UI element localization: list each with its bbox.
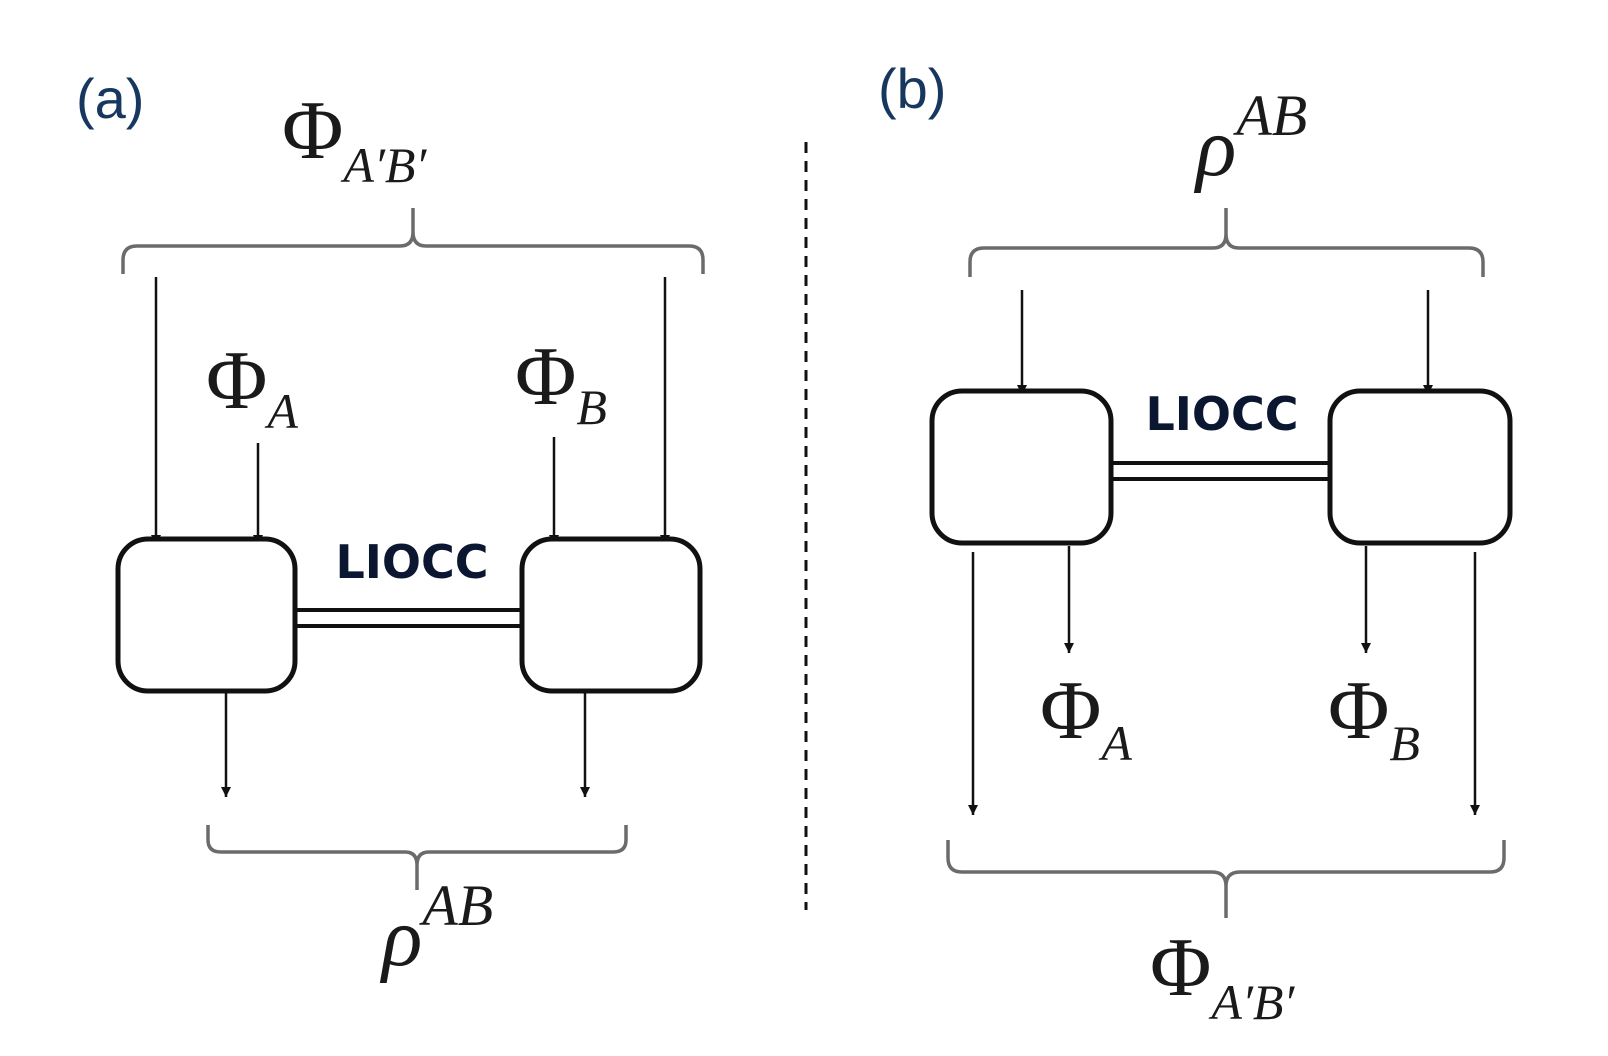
panel-b-bottom-state: ΦA′B′ (1150, 921, 1295, 1030)
panel-a-box-alice (115, 536, 298, 694)
panel-a-input-b: ΦB (515, 330, 607, 435)
panel-b-output-b: ΦB (1328, 664, 1420, 771)
panel-b-top-state: ρAB (1193, 83, 1307, 194)
panel-b-box-bob (1327, 388, 1513, 546)
panel-a: (a) ΦA′B′ ΦA ΦB LIOCC (76, 67, 705, 984)
panel-b-bottom-brace (946, 840, 1506, 918)
panel-b-channel-label: LIOCC (1145, 387, 1298, 441)
panel-b-box-alice (929, 388, 1114, 546)
panel-a-top-state: ΦA′B′ (282, 84, 427, 193)
panel-b: (b) ρAB LIOCC ΦA ΦB ΦA (878, 57, 1513, 1030)
panel-a-bottom-state: ρAB (379, 873, 493, 984)
panel-a-box-bob (519, 536, 703, 694)
panel-b-top-brace (968, 208, 1485, 277)
panel-a-label: (a) (76, 67, 144, 130)
panel-b-label: (b) (878, 57, 946, 120)
panel-a-channel-label: LIOCC (335, 535, 488, 589)
panel-a-bottom-brace (206, 825, 628, 890)
panel-b-output-a: ΦA (1040, 664, 1132, 771)
panel-a-input-a: ΦA (206, 334, 298, 439)
panel-a-top-brace (121, 208, 705, 274)
